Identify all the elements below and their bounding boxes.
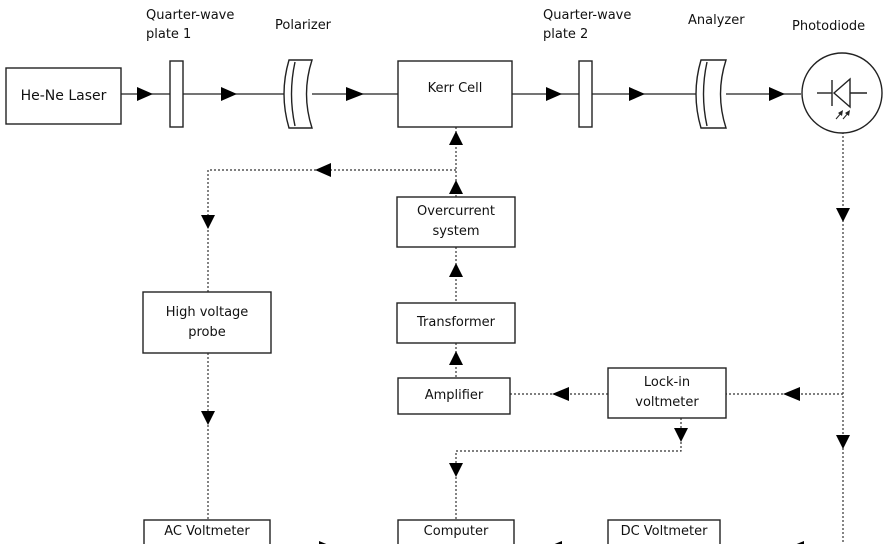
arrow-left-icon [783,387,800,401]
arrow-right-icon [629,87,645,101]
arrow-up-icon [449,131,463,145]
polarizer-label: Polarizer [275,18,332,33]
arrow-right-icon [546,87,562,101]
arrow-left-icon [796,541,804,544]
arrow-right-icon [319,541,327,544]
lock-in-voltmeter-box [607,367,727,419]
qwp2-label: Quarter-wave plate 2 [543,6,631,44]
arrow-left-icon [315,163,331,177]
computer-box [397,519,515,544]
ac-voltmeter-box [143,519,271,544]
qwp2-label-line1: Quarter-wave [543,8,632,23]
wire-lockin-to-computer [455,418,682,520]
photodiode-label: Photodiode [792,19,866,34]
arrow-down-icon [201,411,215,425]
arrow-right-icon [221,87,237,101]
kerr-cell-box [397,60,513,128]
optical-arrows [137,87,785,101]
arrow-down-icon [836,208,850,222]
analyzer-label: Analyzer [688,13,745,28]
analyzer-lens-icon [695,59,727,129]
qwp2-label-line2: plate 2 [543,27,589,42]
transformer-box [396,302,516,344]
dc-voltmeter-box [607,519,721,544]
wire-kerr-to-hv-probe [207,169,456,292]
photodiode-icon [801,52,883,134]
qwp1-label-line1: Quarter-wave [146,8,235,23]
arrow-left-icon [554,541,562,544]
qwp1-label: Quarter-wave plate 1 [146,6,234,44]
arrow-down-icon [201,215,215,229]
arrow-up-icon [449,351,463,365]
arrow-down-icon [836,435,850,449]
arrow-right-icon [769,87,785,101]
wire-photodiode-to-dc [842,120,844,544]
signal-arrows [201,131,850,544]
arrow-up-icon [449,263,463,277]
component-boxes [5,60,727,544]
arrow-right-icon [346,87,364,101]
arrow-up-icon [449,180,463,194]
arrow-right-icon [137,87,153,101]
arrow-down-icon [449,463,463,477]
arrow-down-icon [674,428,688,442]
amplifier-box [397,377,511,415]
he-ne-laser-box [5,67,122,125]
quarter-wave-plate-2 [578,60,593,128]
quarter-wave-plate-1 [169,60,184,128]
overcurrent-system-box [396,196,516,248]
signal-path [207,120,844,544]
polarizer-lens-icon [283,59,313,129]
high-voltage-probe-box [142,291,272,354]
arrow-left-icon [552,387,569,401]
qwp1-label-line2: plate 1 [146,27,192,42]
